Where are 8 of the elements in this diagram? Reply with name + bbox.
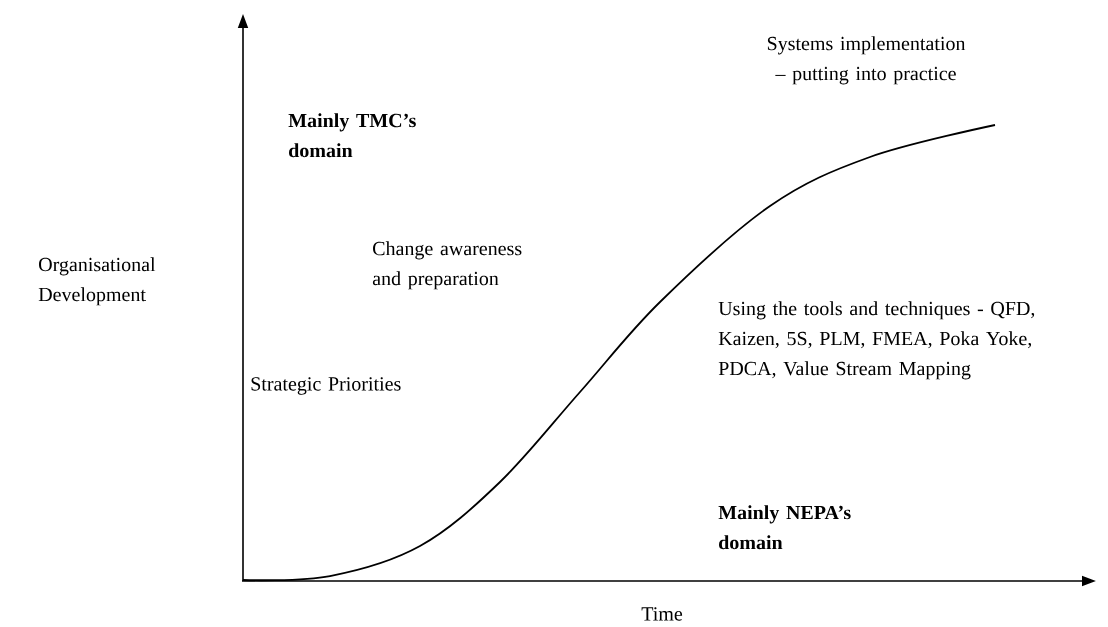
annotation-text: Strategic Priorities — [251, 377, 401, 395]
annotation-text: Using the tools and techniques - QFD, Kaizen, 5S, PLM, FMEA, Poka Yoke, PDCA, Value Stream Mapping — [718, 301, 1035, 380]
annotation-text: Mainly TMC’s domain — [288, 113, 416, 158]
axis-label: Organisational Development — [38, 257, 156, 306]
annotation-text: Systems implementation – putting into practice — [767, 36, 966, 85]
annotation-text: Mainly NEPA’s domain — [718, 505, 851, 550]
annotation-text: Change awareness and preparation — [372, 241, 522, 290]
axis-label: Time — [641, 607, 683, 621]
